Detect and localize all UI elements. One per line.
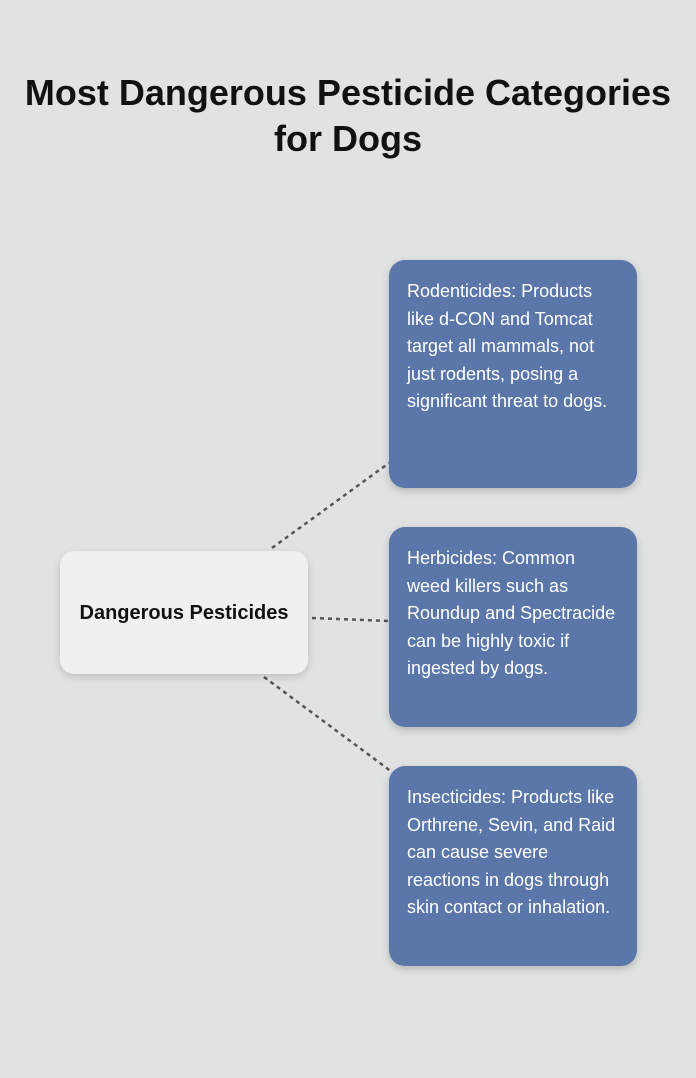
connector-3 [263,675,393,774]
page-title: Most Dangerous Pesticide Categories for … [24,72,672,159]
category-card: Rodenticides: Products like d-CON and To… [389,260,637,488]
connector-2 [311,616,390,623]
central-node: Dangerous Pesticides [60,551,308,674]
category-card: Insecticides: Products like Orthrene, Se… [389,766,637,966]
connector-1 [271,461,390,550]
category-card: Herbicides: Common weed killers such as … [389,527,637,727]
